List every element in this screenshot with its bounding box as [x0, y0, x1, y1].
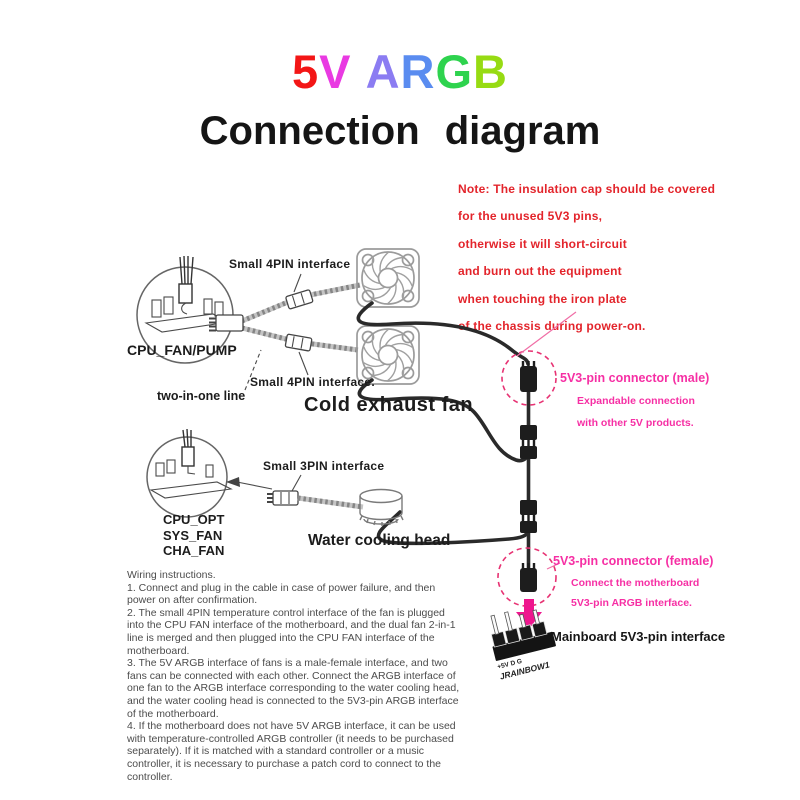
diagram-heading: Connection diagram — [199, 109, 601, 153]
small-4pin-label-bottom: Small 4PIN interface. — [250, 375, 376, 389]
male-connector-label: 5V3-pin connector (male) — [560, 371, 710, 385]
pump-wire — [297, 495, 364, 510]
label-leader-lines — [226, 273, 309, 492]
instruction-item: 1. Connect and plug in the cable in case… — [127, 581, 436, 607]
note-line: of the chassis during power-on. — [458, 319, 646, 334]
two-in-one-line-label: two-in-one line — [157, 389, 246, 403]
cpu-opt-labels: CPU_OPT SYS_FAN CHA_FAN — [163, 512, 224, 559]
callout-leader-lines — [516, 311, 577, 570]
instruction-item: 4. If the motherboard does not have 5V A… — [127, 720, 456, 783]
cpu-fan-pump-label: CPU_FAN/PUMP — [127, 342, 237, 358]
title-letter: A — [365, 45, 401, 98]
male-connector-sub1: Expandable connection — [577, 395, 695, 407]
chain-connector-icon — [520, 425, 537, 440]
note-line: for the unused 5V3 pins, — [458, 209, 603, 224]
instruction-item: 3. The 5V ARGB interface of fans is a ma… — [127, 657, 460, 720]
water-cooling-head-label: Water cooling head — [308, 532, 451, 549]
down-arrow-icon — [516, 599, 542, 629]
title-letter: V — [319, 45, 352, 98]
mainboard-header-icon: +5V D G JRAINBOW1 — [490, 609, 556, 682]
title-letter: G — [435, 45, 474, 98]
chain-connector-icon — [520, 500, 537, 515]
title-letter: B — [473, 45, 508, 98]
instructions-title: Wiring instructions. — [127, 569, 216, 581]
cold-exhaust-fan-label: Cold exhaust fan — [304, 394, 474, 416]
cpu-opt-callout — [146, 428, 233, 518]
sys-fan-label: SYS_FAN — [163, 527, 223, 543]
male-plug-icon — [520, 366, 537, 392]
female-plug-icon — [520, 568, 537, 592]
argb-cables — [356, 301, 530, 546]
male-connector-sub2: with other 5V products. — [577, 417, 694, 429]
three-pin-connector-icon — [267, 490, 299, 506]
female-connector-sub1: Connect the motherboard — [571, 577, 700, 589]
argb-chain — [520, 361, 537, 592]
inline-4pin-connector-icon — [285, 289, 314, 310]
mainboard-interface-label: Mainboard 5V3-pin interface — [551, 629, 726, 644]
fan-icon — [356, 248, 420, 308]
note-line: Note: The insulation cap should be cover… — [458, 182, 716, 196]
four-pin-plug-icon — [215, 314, 244, 332]
page-title: 5V ARGB — [0, 48, 800, 95]
inline-4pin-connector-icon — [284, 333, 313, 352]
note-line: and burn out the equipment — [458, 264, 622, 279]
cha-fan-label: CHA_FAN — [163, 543, 225, 558]
warning-note: Note: The insulation cap should be cover… — [458, 176, 715, 340]
small-3pin-label: Small 3PIN interface — [263, 459, 385, 473]
chain-connector-icon — [520, 521, 537, 533]
chain-connector-icon — [520, 446, 537, 459]
water-pump-icon — [359, 488, 404, 526]
female-connector-sub2: 5V3-pin ARGB interface. — [571, 597, 692, 609]
instruction-item: 2. The small 4PIN temperature control in… — [127, 606, 456, 657]
small-4pin-label-top: Small 4PIN interface — [229, 257, 351, 271]
two-in-one-cable — [209, 282, 361, 353]
cpu-opt-label: CPU_OPT — [163, 512, 225, 527]
title-letter: 5 — [292, 45, 320, 98]
female-connector-label: 5V3-pin connector (female) — [553, 554, 714, 568]
wiring-instructions: Wiring instructions. 1. Connect and plug… — [127, 569, 461, 783]
title-letter: R — [400, 45, 436, 98]
note-line: when touching the iron plate — [458, 291, 627, 306]
male-connector-circle — [501, 350, 557, 406]
note-line: otherwise it will short-circuit — [458, 236, 627, 251]
